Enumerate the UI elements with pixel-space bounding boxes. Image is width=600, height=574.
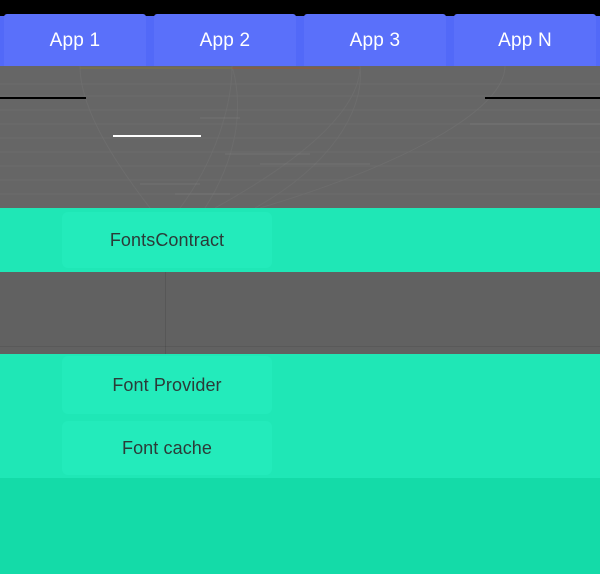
app-tab-label-n: App N [498,30,552,51]
app-card-2 [154,14,296,70]
node-fonts-contract[interactable]: FontsContract [62,212,272,268]
app-tab-1[interactable]: App 1 [0,14,150,70]
app-bar: App 1 App 2 App 3 App N [0,14,600,70]
app-card-1 [4,14,146,70]
node-font-cache[interactable]: Font cache [62,421,272,475]
node-label-font-provider: Font Provider [112,374,222,395]
gray-seam-horizontal [0,346,600,347]
app-tab-label-1: App 1 [49,30,101,51]
top-letterbox [0,0,600,16]
artifact-streak-black-left [0,97,86,99]
artifact-streak-black-right [485,97,600,99]
artifact-streak-white [113,135,201,137]
node-label-fonts-contract: FontsContract [109,229,225,250]
gray-seam-vertical [165,272,166,354]
app-tab-2[interactable]: App 2 [150,14,300,70]
layer-band-font-provider: Font Provider [0,354,600,418]
app-tab-3[interactable]: App 3 [300,14,450,70]
arrow-funnel-lines [0,66,600,208]
gray-divider-band [0,272,600,354]
arrow-funnel-region [0,66,600,208]
app-card-n [454,14,596,70]
app-card-3 [304,14,446,70]
layer-band-font-cache: Font cache [0,418,600,478]
layer-band-fonts-contract: FontsContract [0,208,600,272]
node-font-provider[interactable]: Font Provider [62,356,272,414]
node-label-font-cache: Font cache [121,437,213,458]
teal-footer-band [0,478,600,574]
app-tab-label-3: App 3 [349,30,401,51]
app-tab-n[interactable]: App N [450,14,600,70]
app-tab-label-2: App 2 [199,30,251,51]
